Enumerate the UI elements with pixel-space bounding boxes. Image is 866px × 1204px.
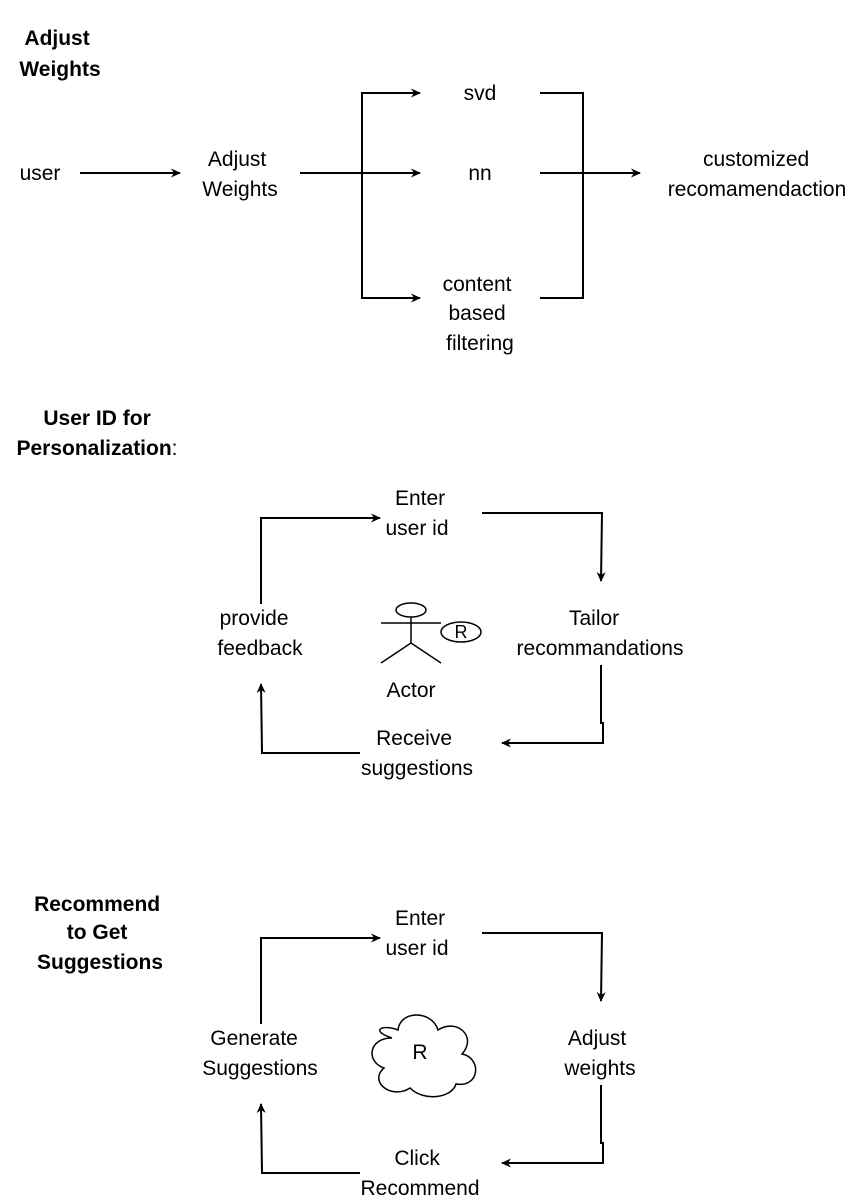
adjust-weights-node: Adjust Weights: [202, 148, 277, 201]
user-node: user: [20, 162, 61, 185]
enter-user-id-node: Enter user id: [385, 487, 451, 540]
section-adjust-weights: Adjust Weights user Adjust Weights svd n…: [19, 27, 846, 355]
click-to-generate-arrow: [256, 1103, 360, 1174]
svd-node: svd: [464, 82, 497, 105]
section3-title: Recommend to Get Suggestions: [34, 893, 166, 974]
tailor-to-receive-arrow: [501, 665, 604, 748]
cloud-label: R: [412, 1041, 427, 1064]
customized-recommendation-node: customized recomamendaction: [668, 148, 847, 201]
receive-suggestions-node: Receive suggestions: [361, 727, 473, 780]
actor-tag: R: [455, 622, 468, 642]
actor-icon: R: [380, 602, 482, 664]
enter-user-id-node-2: Enter user id: [385, 907, 451, 960]
actor-label: Actor: [386, 679, 435, 702]
tailor-recommendations-node: Tailor recommandations: [517, 607, 684, 660]
feedback-to-enter-arrow: [260, 513, 381, 604]
section-recommend-suggestions: Recommend to Get Suggestions Enter user …: [34, 893, 636, 1200]
adjust-to-cbf-arrow: [361, 173, 421, 303]
merge-bracket: [540, 92, 584, 299]
click-recommend-node: Click Recommend: [360, 1147, 479, 1200]
cloud-icon: R: [371, 1014, 477, 1098]
generate-to-enter-arrow: [260, 933, 381, 1024]
enter-to-tailor-arrow: [482, 512, 606, 582]
nn-node: nn: [468, 162, 491, 185]
generate-suggestions-node: Generate Suggestions: [202, 1027, 318, 1080]
content-based-filtering-node: content based filtering: [443, 273, 518, 355]
section-user-id-personalization: User ID for Personalization: Enter user …: [16, 407, 683, 780]
section2-title: User ID for Personalization:: [16, 407, 177, 460]
provide-feedback-node: provide feedback: [217, 607, 303, 660]
receive-to-feedback-arrow: [256, 683, 360, 754]
adjust-to-svd-arrow: [300, 88, 421, 174]
section1-title: Adjust Weights: [19, 27, 100, 81]
adjust-to-click-arrow: [501, 1085, 604, 1168]
actor-tag-oval: [440, 621, 482, 643]
adjust-weights-node-2: Adjust weights: [563, 1027, 635, 1080]
enter-to-adjust-arrow: [482, 932, 606, 1002]
